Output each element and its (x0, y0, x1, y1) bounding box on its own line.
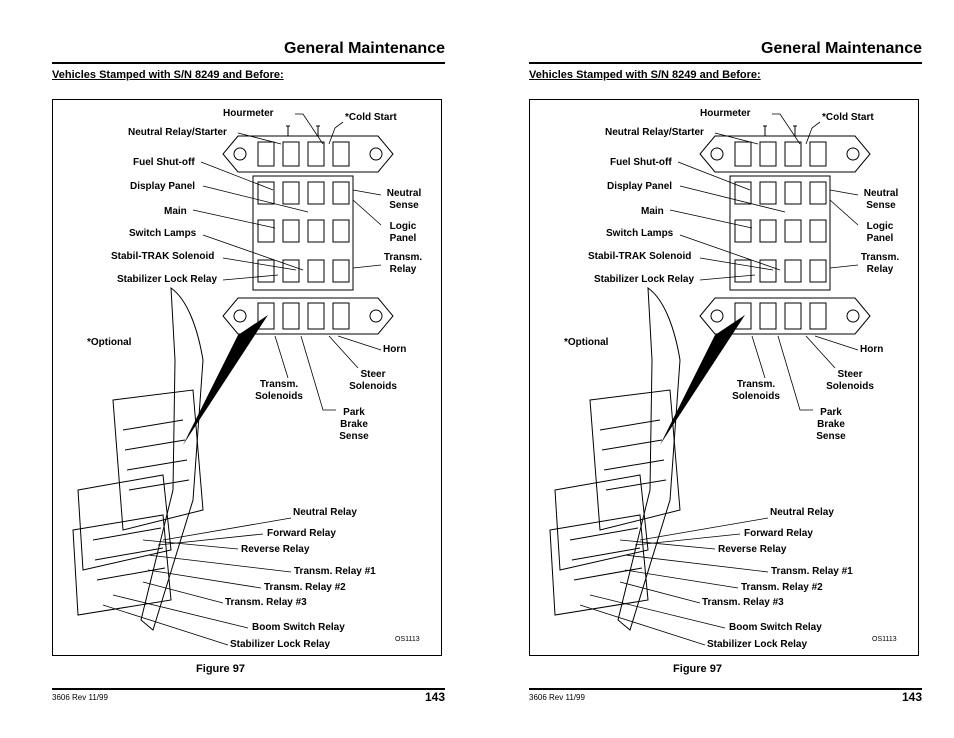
label-hourmeter: Hourmeter (700, 108, 751, 119)
label-transm-relay: Transm.Relay (860, 252, 900, 275)
label-reverse-relay: Reverse Relay (241, 544, 310, 555)
footer-rule (529, 688, 922, 690)
label-boom-switch-relay: Boom Switch Relay (729, 622, 822, 633)
label-stabilizer-lock-relay: Stabilizer Lock Relay (230, 639, 331, 650)
label-transm-relay: Transm.Relay (383, 252, 423, 275)
header-rule (529, 62, 922, 64)
fuse-panel-diagram (549, 113, 871, 646)
label-hourmeter: Hourmeter (223, 108, 274, 119)
label-neutral-relay-starter: Neutral Relay/Starter (128, 127, 227, 138)
label-transm-solenoids: Transm.Solenoids (732, 379, 780, 402)
top-fuse-block-outline (699, 135, 871, 173)
label-optional: *Optional (87, 337, 132, 348)
bottom-fuse-block-outline (222, 297, 394, 335)
label-transm-solenoids: Transm.Solenoids (255, 379, 303, 402)
figure-box: Hourmeter *Cold Start Neutral Relay/Star… (529, 99, 919, 656)
label-main: Main (164, 206, 187, 217)
label-stabilizer-lock-relay-top: Stabilizer Lock Relay (594, 274, 695, 285)
label-optional: *Optional (564, 337, 609, 348)
label-display-panel: Display Panel (607, 181, 673, 192)
label-cold-start: *Cold Start (822, 112, 874, 123)
figure-box: Hourmeter *Cold Start Neutral Relay/Star… (52, 99, 442, 656)
top-fuse-block-outline (222, 135, 394, 173)
leader-lines (579, 113, 859, 646)
figure-caption: Figure 97 (196, 663, 245, 675)
label-transm-relay-2: Transm. Relay #2 (741, 582, 823, 593)
label-forward-relay: Forward Relay (744, 528, 813, 539)
label-switch-lamps: Switch Lamps (129, 228, 197, 239)
label-reverse-relay: Reverse Relay (718, 544, 787, 555)
figure-caption: Figure 97 (673, 663, 722, 675)
manual-page: General Maintenance Vehicles Stamped wit… (52, 40, 445, 704)
label-stabil-trak: Stabil-TRAK Solenoid (588, 251, 692, 262)
page-title: General Maintenance (284, 40, 445, 57)
label-forward-relay: Forward Relay (267, 528, 336, 539)
pointer-wedge (183, 315, 268, 445)
label-neutral-relay: Neutral Relay (293, 507, 357, 518)
doc-revision: 3606 Rev 11/99 (52, 693, 108, 702)
label-display-panel: Display Panel (130, 181, 196, 192)
label-cold-start: *Cold Start (345, 112, 397, 123)
label-stabil-trak: Stabil-TRAK Solenoid (111, 251, 215, 262)
page-title: General Maintenance (761, 40, 922, 57)
label-fuel-shutoff: Fuel Shut-off (133, 157, 195, 168)
header-rule (52, 62, 445, 64)
label-neutral-relay-starter: Neutral Relay/Starter (605, 127, 704, 138)
fuse-panel-diagram (72, 113, 394, 646)
leader-lines (102, 113, 382, 646)
footer-rule (52, 688, 445, 690)
label-transm-relay-1: Transm. Relay #1 (294, 566, 376, 577)
console-outline (617, 286, 681, 631)
label-boom-switch-relay: Boom Switch Relay (252, 622, 345, 633)
label-transm-relay-3: Transm. Relay #3 (702, 597, 784, 608)
label-transm-relay-3: Transm. Relay #3 (225, 597, 307, 608)
label-fuel-shutoff: Fuel Shut-off (610, 157, 672, 168)
label-neutral-relay: Neutral Relay (770, 507, 834, 518)
figure-code: OS1113 (872, 636, 897, 643)
page-number: 143 (424, 690, 445, 704)
page-number: 143 (901, 690, 922, 704)
label-horn: Horn (383, 344, 407, 355)
section-subheading: Vehicles Stamped with S/N 8249 and Befor… (52, 69, 284, 81)
doc-revision: 3606 Rev 11/99 (529, 693, 585, 702)
label-transm-relay-1: Transm. Relay #1 (771, 566, 853, 577)
section-subheading: Vehicles Stamped with S/N 8249 and Befor… (529, 69, 761, 81)
pointer-wedge (660, 315, 745, 445)
label-stabilizer-lock-relay-top: Stabilizer Lock Relay (117, 274, 218, 285)
label-switch-lamps: Switch Lamps (606, 228, 674, 239)
bottom-fuse-block-outline (699, 297, 871, 335)
label-horn: Horn (860, 344, 884, 355)
label-transm-relay-2: Transm. Relay #2 (264, 582, 346, 593)
console-outline (140, 286, 204, 631)
manual-page: General Maintenance Vehicles Stamped wit… (477, 0, 954, 738)
label-main: Main (641, 206, 664, 217)
label-stabilizer-lock-relay: Stabilizer Lock Relay (707, 639, 808, 650)
figure-code: OS1113 (395, 636, 420, 643)
